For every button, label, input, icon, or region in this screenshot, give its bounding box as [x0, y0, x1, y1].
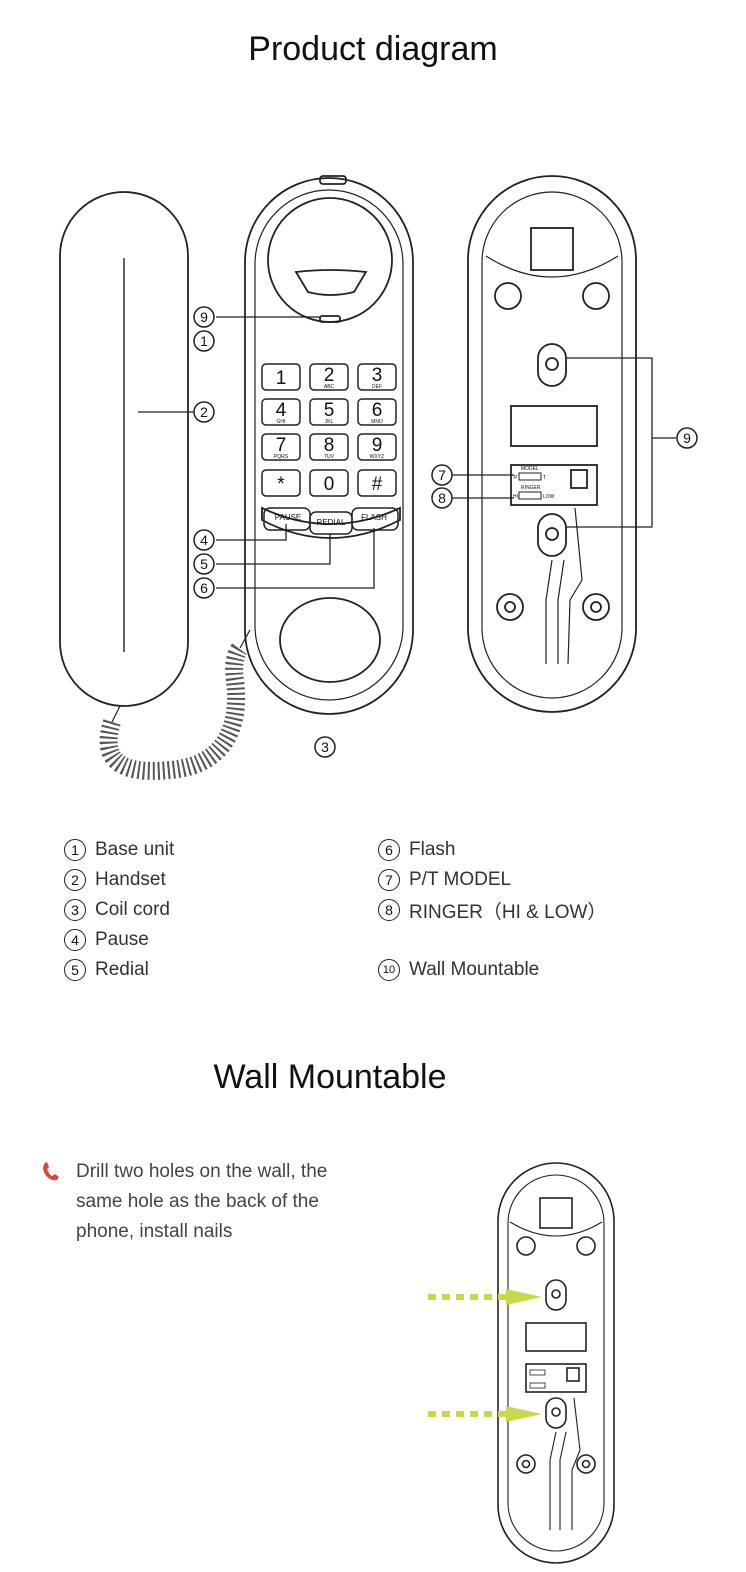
legend-label: P/T MODEL [409, 869, 512, 890]
key-5 [357, 398, 397, 426]
key-label-9: * [277, 474, 285, 495]
key-1 [309, 363, 349, 391]
legend-number: 10 [378, 959, 400, 981]
key-sub-label-2: DEF [372, 384, 382, 390]
legend-item: 3 Coil cord [64, 898, 170, 922]
key-label-7: 8 [324, 435, 335, 456]
instruction-text: Drill two holes on the wall, the same ho… [76, 1161, 328, 1242]
legend-label: Pause [95, 929, 149, 950]
key-label-11: # [372, 474, 383, 495]
key-6 [261, 433, 301, 461]
legend-label: Base unit [95, 839, 175, 860]
key-9 [261, 469, 301, 497]
key-label-1: 2 [324, 365, 335, 386]
legend-item: 2 Handset [64, 868, 166, 892]
callout-8: 8 [438, 490, 446, 506]
key-sub-label-1: ABC [324, 384, 335, 390]
key-sub-label-7: TUV [324, 454, 335, 460]
key-label-6: 7 [276, 435, 287, 456]
key-label-2: 3 [372, 365, 383, 386]
hi-label: HI [513, 494, 518, 500]
legend-item: 8 RINGER（HI & LOW） [378, 898, 607, 923]
legend-item: 10 Wall Mountable [378, 958, 539, 982]
callout-2: 2 [200, 404, 208, 420]
legend-item: 1 Base unit [64, 838, 174, 862]
base-unit-back [467, 175, 637, 713]
legend-item: 5 Redial [64, 958, 149, 982]
wall-title: Wall Mountable [213, 1058, 447, 1096]
pause-key-label: PAUSE [275, 513, 302, 522]
callout-4: 4 [200, 532, 208, 548]
key-8 [357, 433, 397, 461]
key-sub-label-8: WXYZ [370, 454, 384, 460]
key-0 [261, 363, 301, 391]
key-label-3: 4 [276, 400, 287, 421]
legend-item: 6 Flash [378, 838, 455, 862]
legend-number: 2 [64, 869, 86, 891]
legend-label: Coil cord [95, 899, 170, 920]
key-7 [309, 433, 349, 461]
legend-label: Handset [95, 869, 166, 890]
callout-9-back: 9 [683, 430, 691, 446]
legend-number: 7 [378, 869, 400, 891]
key-sub-label-6: PQRS [274, 454, 289, 460]
p-label: P [514, 475, 518, 481]
legend-number: 8 [378, 899, 400, 921]
key-2 [357, 363, 397, 391]
legend-number: 4 [64, 929, 86, 951]
key-label-0: 1 [276, 368, 287, 389]
callout-7: 7 [438, 467, 446, 483]
callout-9: 9 [200, 309, 208, 325]
callout-1: 1 [200, 333, 208, 349]
key-label-4: 5 [324, 400, 335, 421]
callout-6: 6 [200, 580, 208, 596]
legend-item: 7 P/T MODEL [378, 868, 511, 892]
model-switch-label: MODEL [521, 466, 539, 472]
key-sub-label-3: GHI [277, 419, 286, 425]
legend-label: RINGER（HI & LOW） [409, 901, 607, 923]
drill-arrows [428, 1289, 542, 1422]
ringer-switch-label: RINGER [521, 485, 541, 491]
t-label: T [543, 475, 546, 481]
legend-label: Flash [409, 839, 456, 860]
callout-3: 3 [321, 739, 329, 755]
legend-number: 5 [64, 959, 86, 981]
key-10 [309, 469, 349, 497]
legend-label: Redial [95, 959, 149, 980]
key-sub-label-5: MNO [371, 419, 383, 425]
redial-key-label: REDIAL [317, 518, 346, 527]
flash-key [351, 507, 399, 531]
diagram-title: Product diagram [248, 30, 498, 68]
legend-number: 1 [64, 839, 86, 861]
flash-key-label: FLASH [361, 513, 387, 522]
key-label-8: 9 [372, 435, 383, 456]
low-label: LOW [543, 494, 555, 500]
base-unit-front [244, 175, 414, 715]
phone-handset-icon [43, 1162, 59, 1181]
callout-5: 5 [200, 556, 208, 572]
key-sub-label-4: JKL [325, 419, 334, 425]
key-label-10: 0 [324, 474, 335, 495]
handset-shape [59, 191, 189, 707]
legend-label: Wall Mountable [409, 959, 540, 980]
key-11 [357, 469, 397, 497]
key-3 [261, 398, 301, 426]
key-label-5: 6 [372, 400, 383, 421]
key-4 [309, 398, 349, 426]
legend-number: 6 [378, 839, 400, 861]
legend-number: 3 [64, 899, 86, 921]
legend-item: 4 Pause [64, 928, 149, 952]
